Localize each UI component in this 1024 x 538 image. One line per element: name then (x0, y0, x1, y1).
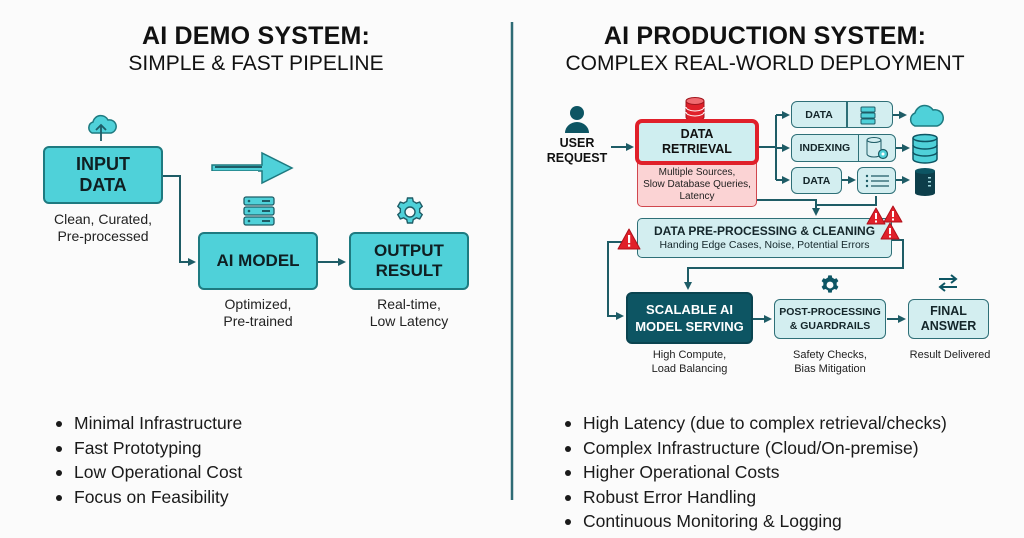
user-request-label: USER REQUEST (541, 136, 613, 166)
retrieval-note-line1: Multiple Sources, (658, 167, 736, 178)
left-bullet: Low Operational Cost (54, 460, 242, 485)
serving-caption-line2: Load Balancing (651, 363, 728, 375)
right-title: AI PRODUCTION SYSTEM: (603, 22, 927, 50)
post-processing-node: POST-PROCESSING & GUARDRAILS (774, 299, 886, 339)
ai-model-node: AI MODEL (198, 232, 318, 290)
input-data-node: INPUT DATA (43, 146, 163, 204)
serving-caption: High Compute, Load Balancing (626, 348, 753, 376)
output-line1: OUTPUT (374, 241, 444, 260)
ai-model-label: AI MODEL (216, 251, 300, 270)
right-bullet: Robust Error Handling (563, 485, 947, 510)
right-bullet-list: High Latency (due to complex retrieval/c… (563, 411, 947, 534)
swap-arrows-icon (938, 274, 958, 292)
fast-arrow-icon (205, 151, 294, 185)
list-icon (865, 174, 889, 187)
arrow-input-to-model (163, 175, 196, 266)
serving-caption-line1: High Compute, (652, 349, 727, 361)
user-line2: REQUEST (546, 151, 608, 165)
warning-icon (866, 207, 886, 225)
data-retrieval-node: DATA RETRIEVAL (635, 119, 759, 165)
ai-model-caption: Optimized, Pre-trained (193, 296, 323, 330)
warning-icon (880, 222, 900, 240)
final-caption: Result Delivered (895, 348, 1005, 362)
gear-icon (396, 197, 424, 224)
cloud-upload-icon (88, 114, 117, 141)
user-line1: USER (559, 136, 595, 150)
server-stack-icon (243, 196, 275, 226)
database-gear-icon (866, 137, 889, 160)
model-serving-node: SCALABLE AI MODEL SERVING (626, 292, 753, 344)
warning-icon (617, 228, 641, 250)
gear-icon (821, 275, 839, 293)
storage-cylinder-icon (915, 168, 935, 196)
input-caption-line1: Clean, Curated, (53, 211, 153, 227)
retrieval-line1: DATA (680, 127, 714, 141)
input-data-caption: Clean, Curated, Pre-processed (38, 211, 168, 245)
retrieval-note-line2: Slow Database Queries, (643, 179, 751, 190)
cloud-icon (909, 104, 944, 127)
input-data-line2: DATA (79, 175, 127, 195)
database-icon (685, 97, 705, 122)
right-bullet: Continuous Monitoring & Logging (563, 509, 947, 534)
source-data-3-label: DATA (802, 174, 831, 187)
final-line2: ANSWER (920, 319, 977, 333)
output-caption-line1: Real-time, (377, 296, 441, 312)
source-data-1: DATA (791, 101, 893, 128)
final-answer-node: FINAL ANSWER (908, 299, 989, 339)
post-line1: POST-PROCESSING (779, 306, 881, 318)
source-indexing: INDEXING (791, 134, 896, 162)
list-box (857, 167, 896, 194)
user-icon (565, 106, 589, 133)
arrow-retrieval-to-preprocessing (756, 199, 817, 212)
right-bullet: Higher Operational Costs (563, 460, 947, 485)
left-subtitle: SIMPLE & FAST PIPELINE (128, 52, 384, 75)
final-line1: FINAL (930, 304, 967, 318)
retrieval-note-line3: Latency (679, 191, 715, 202)
source-data-3: DATA (791, 167, 842, 194)
post-caption-line1: Safety Checks, (793, 349, 867, 361)
preprocessing-node: DATA PRE-PROCESSING & CLEANING Handing E… (637, 218, 892, 258)
warning-icon (883, 205, 903, 223)
source-data-1-label: DATA (805, 108, 833, 121)
model-caption-line2: Pre-trained (223, 313, 293, 329)
left-bullet: Focus on Feasibility (54, 485, 242, 510)
left-bullet: Minimal Infrastructure (54, 411, 242, 436)
serving-line2: MODEL SERVING (635, 319, 744, 334)
right-subtitle: COMPLEX REAL-WORLD DEPLOYMENT (565, 52, 965, 75)
database-target-icon (912, 133, 938, 164)
preprocessing-title: DATA PRE-PROCESSING & CLEANING (653, 224, 876, 238)
serving-line1: SCALABLE AI (646, 302, 733, 317)
post-line2: & GUARDRAILS (789, 320, 871, 332)
post-caption-line2: Bias Mitigation (794, 363, 866, 375)
arrow-list-down (812, 196, 877, 216)
retrieval-note: Multiple Sources, Slow Database Queries,… (637, 167, 757, 203)
preprocessing-subtitle: Handing Edge Cases, Noise, Potential Err… (659, 239, 870, 251)
model-caption-line1: Optimized, (224, 296, 292, 312)
output-result-node: OUTPUT RESULT (349, 232, 469, 290)
input-data-line1: INPUT (76, 154, 130, 174)
source-indexing-label: INDEXING (799, 142, 851, 154)
final-caption-line1: Result Delivered (909, 349, 991, 361)
retrieval-line2: RETRIEVAL (662, 142, 732, 156)
output-result-caption: Real-time, Low Latency (344, 296, 474, 330)
output-line2: RESULT (375, 261, 443, 280)
server-icon (860, 106, 875, 124)
post-caption: Safety Checks, Bias Mitigation (770, 348, 890, 376)
right-bullet: Complex Infrastructure (Cloud/On-premise… (563, 436, 947, 461)
input-caption-line2: Pre-processed (57, 228, 149, 244)
arrow-preprocessing-to-serving-top (684, 239, 904, 290)
right-bullet: High Latency (due to complex retrieval/c… (563, 411, 947, 436)
left-title: AI DEMO SYSTEM: (141, 22, 370, 50)
output-caption-line2: Low Latency (369, 313, 449, 329)
left-bullet-list: Minimal Infrastructure Fast Prototyping … (54, 411, 242, 509)
left-bullet: Fast Prototyping (54, 436, 242, 461)
